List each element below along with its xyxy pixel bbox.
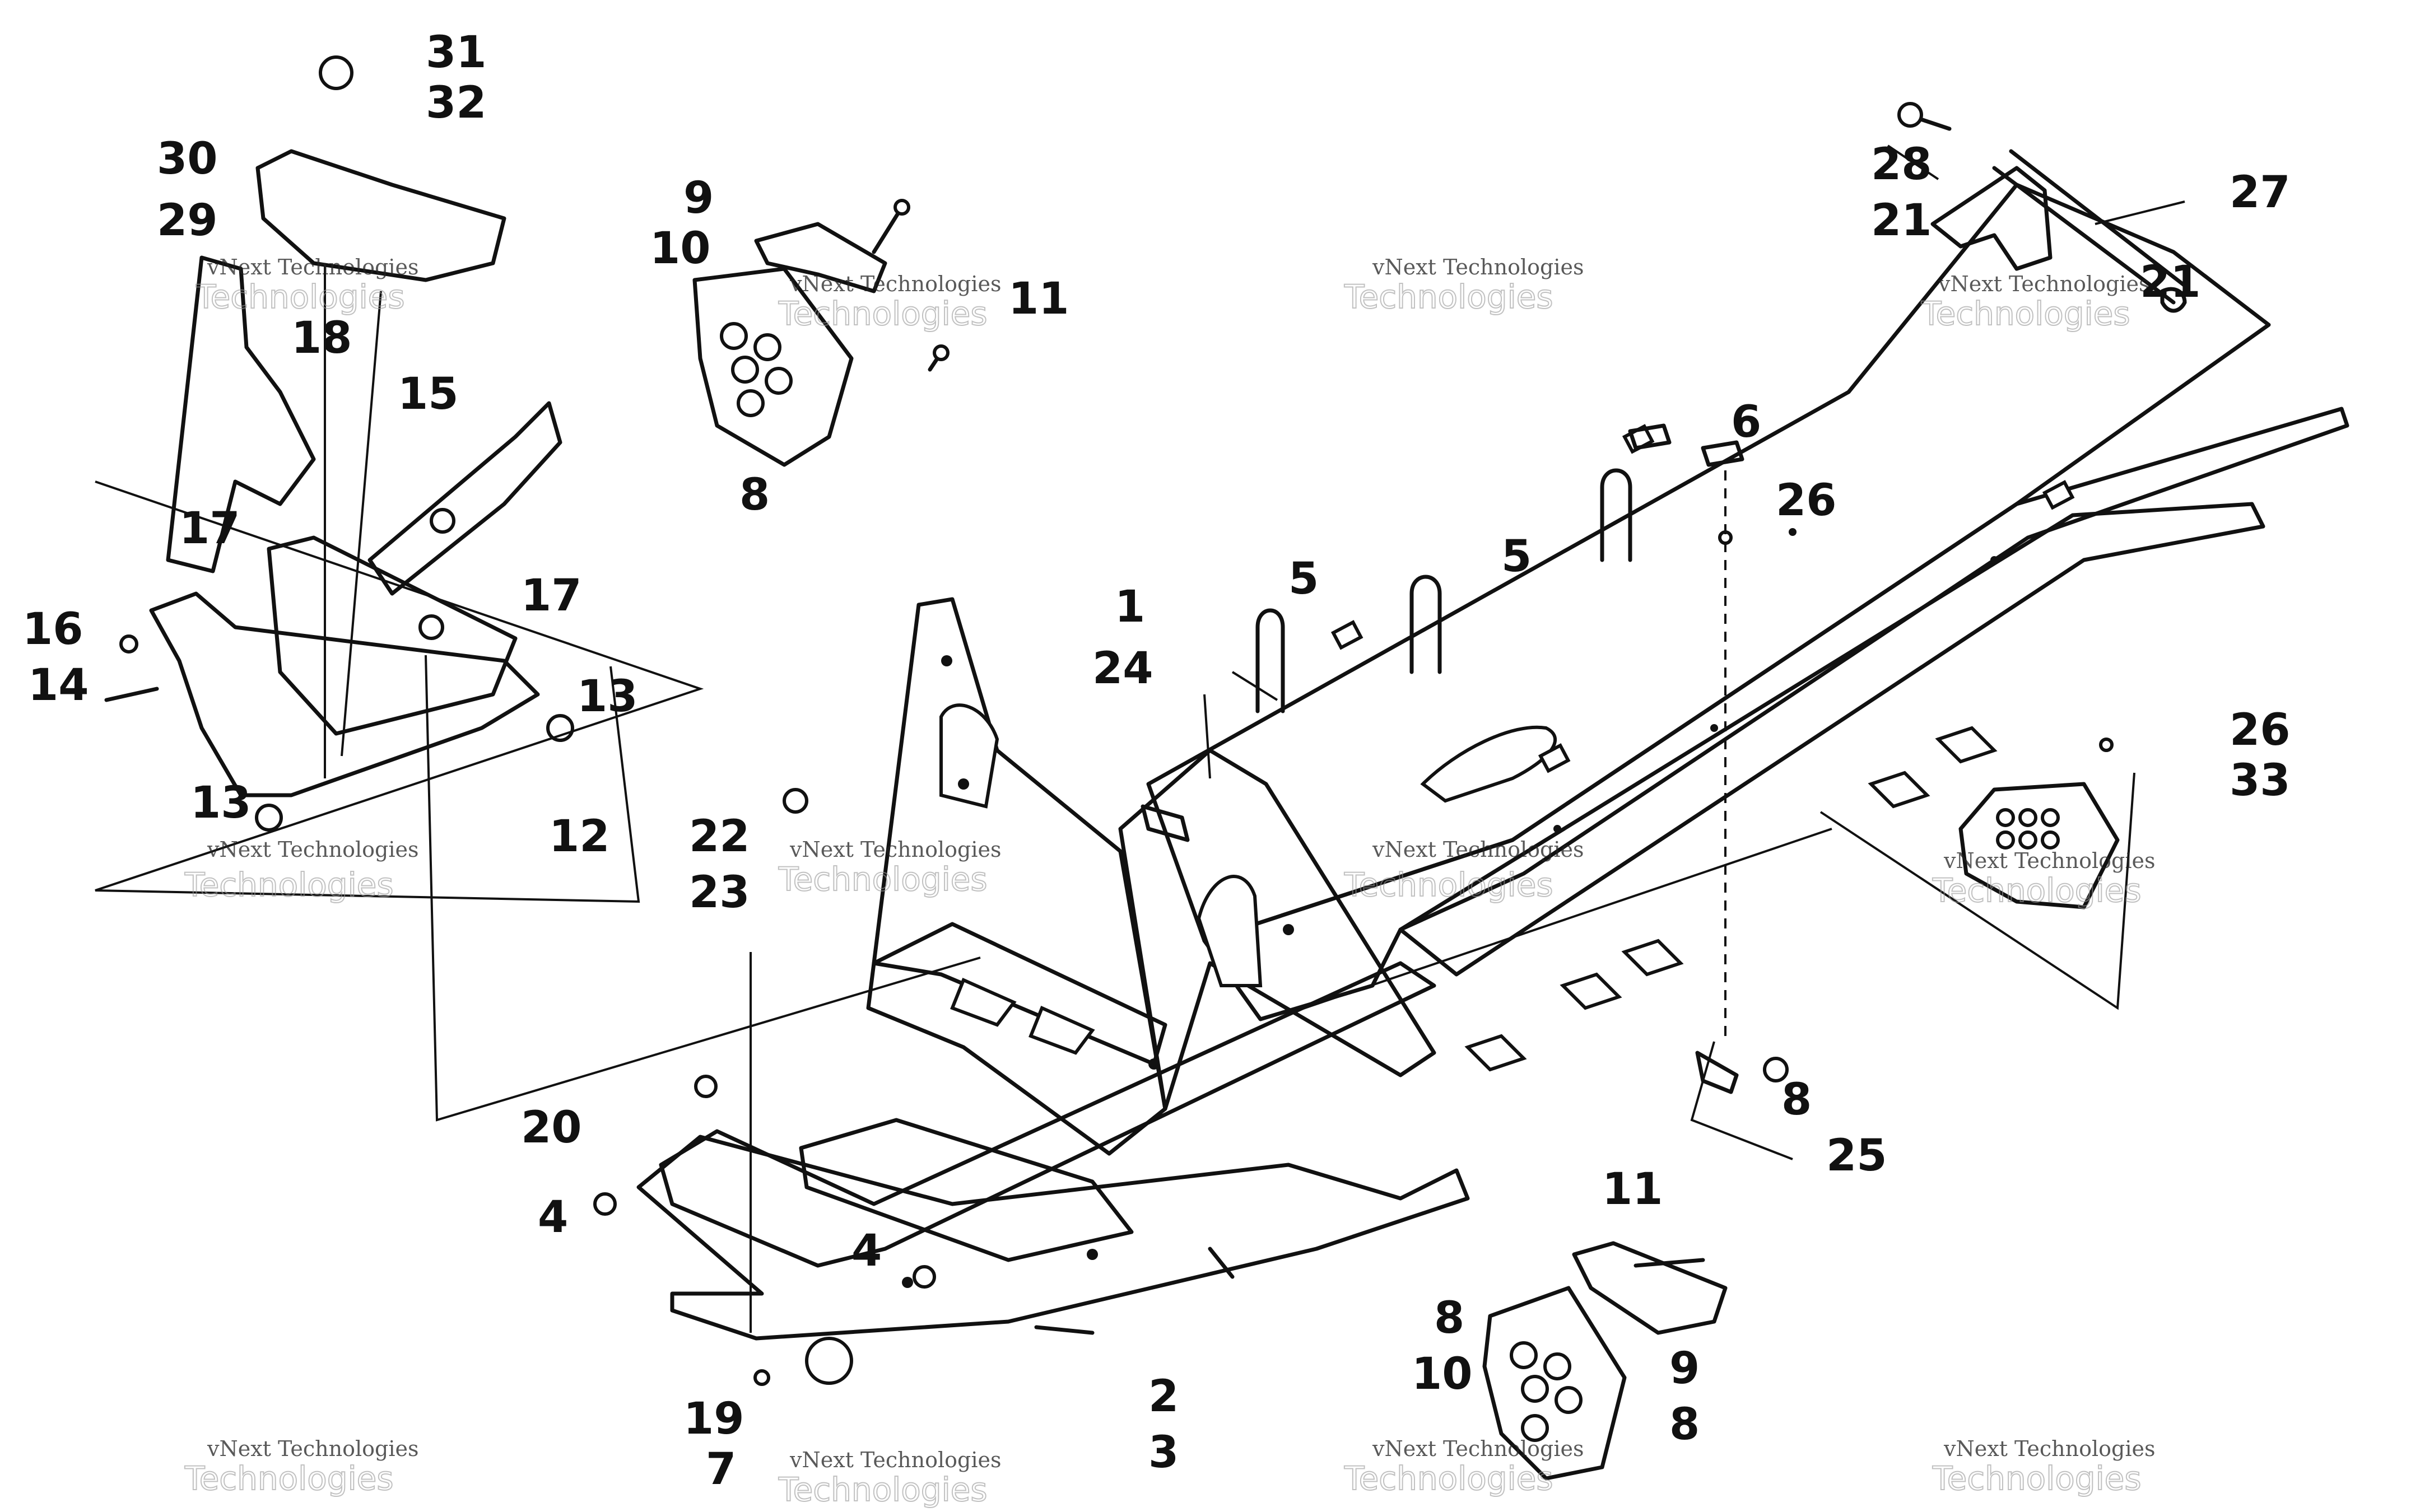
callout-label: 11 xyxy=(1008,274,1069,324)
watermark-text: Technologies xyxy=(1921,295,2130,333)
watermark-text: vNext Technologies xyxy=(207,255,418,279)
watermark-text: vNext Technologies xyxy=(1943,848,2155,873)
callout-label: 14 xyxy=(28,660,89,711)
watermark-text: vNext Technologies xyxy=(1372,837,1584,862)
watermark-text: Technologies xyxy=(1344,278,1553,316)
callout-label: 5 xyxy=(1501,531,1532,582)
callout-labels: 1 2 3 4 4 5 5 6 7 8 8 8 8 9 9 10 10 11 1… xyxy=(22,27,2291,1495)
watermark-text: Technologies xyxy=(196,278,405,316)
callout-label: 6 xyxy=(1731,397,1761,447)
callout-label: 31 xyxy=(426,27,487,78)
watermark-text: Technologies xyxy=(1344,866,1553,904)
callout-label: 30 xyxy=(157,134,218,184)
watermark-text: vNext Technologies xyxy=(789,272,1001,296)
callout-label: 4 xyxy=(538,1192,568,1243)
footrest xyxy=(1958,782,2120,909)
callout-label: 8 xyxy=(1434,1293,1464,1343)
watermark-text: Technologies xyxy=(778,860,988,898)
callout-label: 10 xyxy=(650,223,711,274)
callout-label: 29 xyxy=(157,195,218,246)
callout-label: 19 xyxy=(683,1394,744,1444)
callout-label: 17 xyxy=(179,503,240,554)
callout-label: 18 xyxy=(291,313,352,363)
callout-label: 2 xyxy=(1148,1371,1179,1422)
watermark-text: Technologies xyxy=(778,295,988,333)
callout-label: 28 xyxy=(1871,139,1932,190)
callout-label: 21 xyxy=(1871,195,1932,246)
watermark-text: vNext Technologies xyxy=(789,1448,1001,1472)
callout-label: 26 xyxy=(2230,705,2291,755)
watermark-text: Technologies xyxy=(1932,871,2142,909)
watermark-text: Technologies xyxy=(778,1471,988,1509)
watermark-text: vNext Technologies xyxy=(1372,255,1584,279)
callout-label: 13 xyxy=(190,778,252,828)
callout-label: 24 xyxy=(1092,643,1153,694)
callout-label: 5 xyxy=(1288,554,1319,604)
callout-label: 4 xyxy=(851,1226,882,1276)
callout-label: 1 xyxy=(1115,582,1145,632)
callout-label: 17 xyxy=(521,571,582,621)
steering-support-assembly xyxy=(149,149,562,797)
watermark-text: vNext Technologies xyxy=(789,837,1001,862)
callout-label: 8 xyxy=(1669,1399,1700,1450)
callout-label: 33 xyxy=(2230,755,2291,806)
callout-label: 13 xyxy=(577,671,638,722)
callout-label: 8 xyxy=(1781,1075,1812,1125)
watermark-text: vNext Technologies xyxy=(1943,1436,2155,1461)
watermark-text: vNext Technologies xyxy=(207,837,418,862)
callout-label: 9 xyxy=(1669,1343,1700,1394)
watermark-text: vNext Technologies xyxy=(207,1436,418,1461)
fasteners xyxy=(104,55,2114,1386)
callout-label: 20 xyxy=(521,1103,582,1153)
callout-label: 3 xyxy=(1148,1427,1179,1478)
watermark-text: Technologies xyxy=(184,1459,394,1497)
callout-label: 7 xyxy=(706,1444,736,1495)
heat-shield-bottom xyxy=(1482,1241,1728,1481)
rear-bumper-bar xyxy=(1992,149,2187,313)
watermark-text: Technologies xyxy=(184,866,394,904)
watermark-text: Technologies xyxy=(1932,1459,2142,1497)
callout-label: 8 xyxy=(739,470,770,520)
chassis-tunnel xyxy=(1146,166,2349,1072)
watermark-text: vNext Technologies xyxy=(1372,1436,1584,1461)
callout-label: 15 xyxy=(398,369,459,419)
watermark-text: Technologies xyxy=(1344,1459,1553,1497)
callout-label: 25 xyxy=(1826,1131,1887,1181)
front-frame xyxy=(636,597,1470,1341)
watermark-text: vNext Technologies xyxy=(1938,272,2149,296)
heat-shield-top xyxy=(692,222,887,467)
callout-label: 22 xyxy=(689,811,750,862)
callout-label: 21 xyxy=(2140,257,2201,307)
watermarks: vNext Technologies Technologies vNext Te… xyxy=(184,255,2155,1509)
callout-label: 32 xyxy=(426,78,487,128)
callout-label: 12 xyxy=(549,811,610,862)
callout-label: 10 xyxy=(1412,1349,1473,1399)
leader-lines xyxy=(95,144,2185,1333)
callout-label: 16 xyxy=(22,604,83,655)
callout-label: 27 xyxy=(2230,167,2291,218)
callout-label: 9 xyxy=(683,173,714,223)
callout-label: 23 xyxy=(689,867,750,918)
callout-label: 11 xyxy=(1602,1164,1663,1215)
callout-label: 26 xyxy=(1776,475,1837,526)
